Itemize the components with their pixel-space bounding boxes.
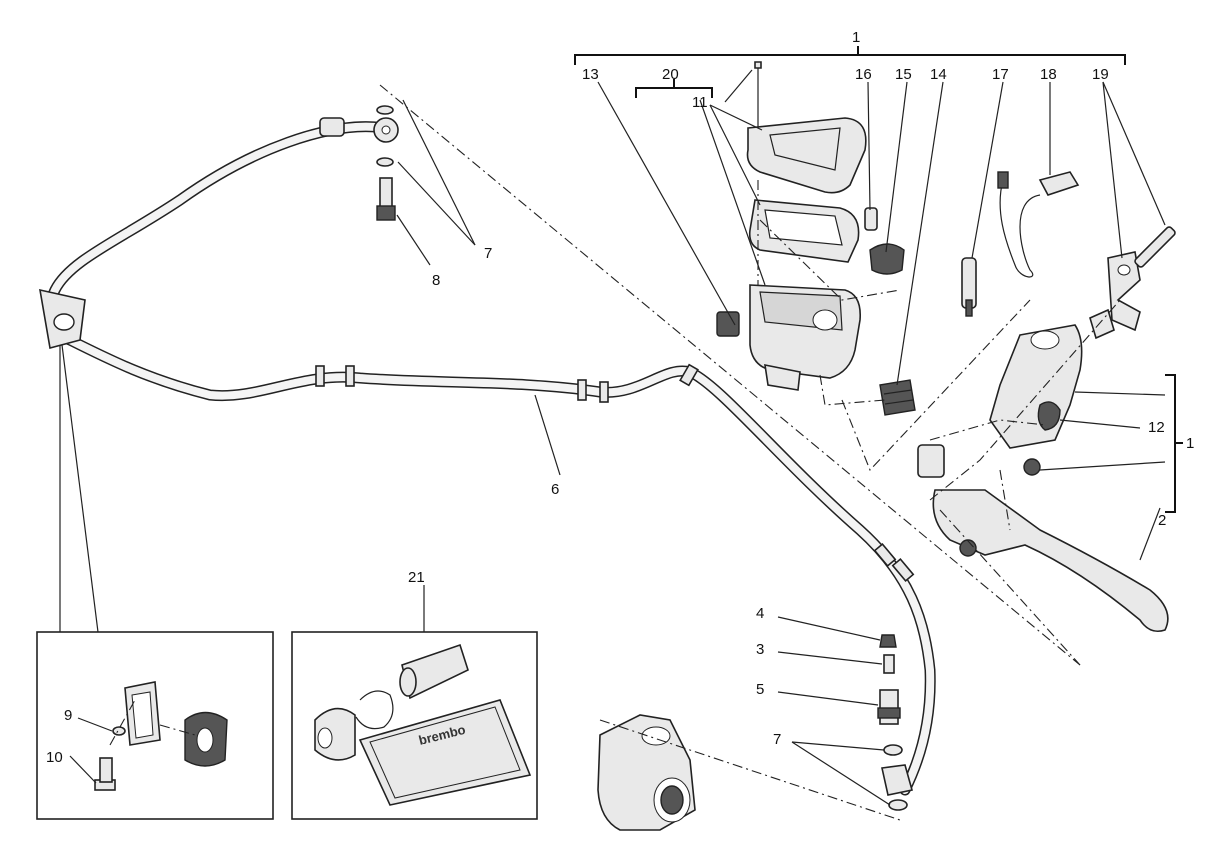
callout-6: 6 [551,481,559,498]
callout-labels: 1 13 20 11 16 15 14 17 18 19 7 8 6 12 1 … [46,29,1194,766]
callout-2: 2 [1158,512,1166,529]
lower-banjo-fitting [877,634,914,811]
callout-19: 19 [1092,66,1109,83]
switch-18 [997,171,1080,278]
callout-12: 12 [1148,419,1165,436]
callout-11: 11 [692,94,708,111]
leader-lines [59,69,1166,806]
upper-banjo-bolt [376,105,396,221]
reservoir-cover [746,61,867,194]
callout-7-bottom: 7 [773,731,781,748]
slave-cylinder [597,714,696,831]
master-cylinder-body [989,308,1115,449]
callout-8: 8 [432,272,440,289]
boot-14 [879,379,916,416]
callout-20: 20 [662,66,679,83]
braces [574,46,1183,513]
pin-17 [961,257,977,317]
callout-1-top: 1 [852,29,860,46]
callout-17: 17 [992,66,1009,83]
screw-16 [864,207,878,231]
reservoir-plug [716,311,740,337]
callout-7-top: 7 [484,245,492,262]
callout-4: 4 [756,605,764,622]
grommet-15 [869,243,905,275]
clamp-19 [1107,226,1176,332]
hose-clip [39,288,86,349]
callout-13: 13 [582,66,599,83]
callout-16: 16 [855,66,872,83]
callout-3: 3 [756,641,764,658]
callout-21: 21 [408,569,425,586]
callout-15: 15 [895,66,912,83]
reservoir-gasket [748,199,860,263]
callout-9: 9 [64,707,72,724]
callout-14: 14 [930,66,947,83]
reservoir-body [749,284,862,391]
assembly-lines [379,84,1121,821]
callout-1-right: 1 [1186,435,1194,452]
inset-box-repair-kit: brembo [291,631,538,820]
inset-box-clip-detail [36,631,274,820]
lever-2 [917,444,1169,633]
clutch-hose [45,117,936,796]
callout-10: 10 [46,749,63,766]
callout-5: 5 [756,681,764,698]
callout-18: 18 [1040,66,1057,83]
